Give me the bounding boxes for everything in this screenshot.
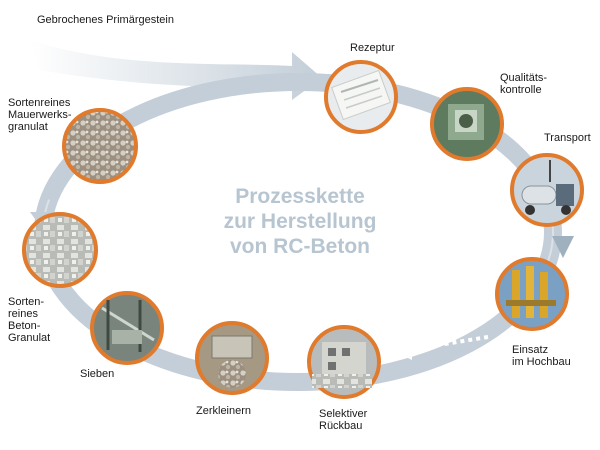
step-transport-image	[510, 153, 584, 227]
step-rueckbau-image	[307, 325, 381, 399]
step-zerkleinern-image	[195, 321, 269, 395]
step-sieben-image	[90, 291, 164, 365]
step-label-rueckbau: Selektiver Rückbau	[319, 408, 368, 432]
step-label-zerkleinern: Zerkleinern	[196, 405, 252, 417]
step-label-qualitaet: Qualitäts- kontrolle	[500, 72, 548, 96]
step-rezeptur-image	[324, 60, 398, 134]
center-title: Prozesskette zur Herstellung von RC-Beto…	[223, 185, 377, 258]
step-qualitaet-image	[430, 87, 504, 161]
step-einsatz-image	[495, 257, 569, 331]
step-mauerwerk-granulat-image	[62, 108, 138, 184]
input-label: Gebrochenes Primärgestein	[37, 14, 174, 26]
cycle-arrowhead-right	[552, 236, 574, 258]
step-label-rezeptur: Rezeptur	[350, 42, 395, 54]
dotted-arrow	[407, 335, 489, 352]
step-label-transport: Transport	[544, 132, 591, 144]
step-beton-granulat-image	[22, 212, 98, 288]
step-label-beton-granulat: Sorten- reines Beton- Granulat	[8, 296, 51, 344]
step-label-sieben: Sieben	[80, 368, 115, 380]
step-label-mauerwerk-granulat: Sortenreines Mauerwerks- granulat	[8, 97, 72, 133]
step-label-einsatz: Einsatz im Hochbau	[512, 344, 571, 368]
